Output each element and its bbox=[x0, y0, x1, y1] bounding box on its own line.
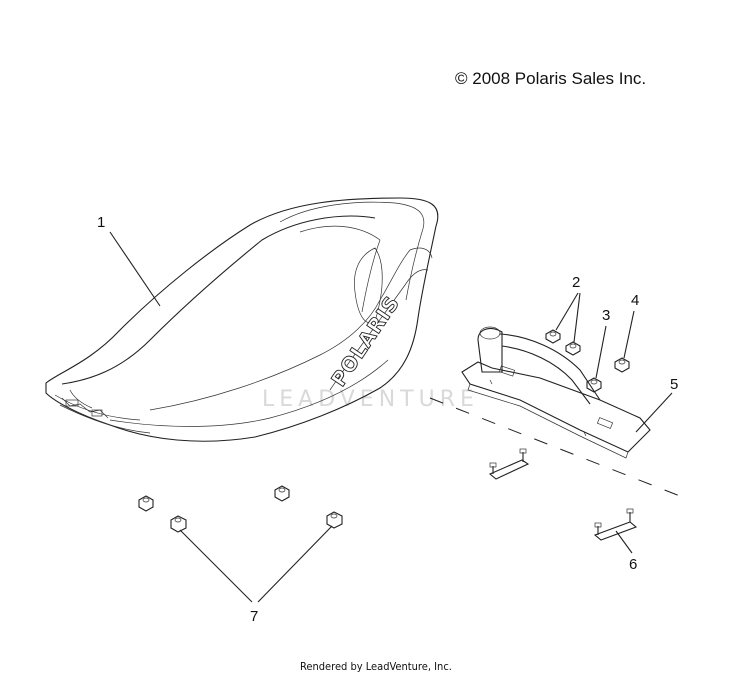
callout-7-leader-b bbox=[257, 525, 333, 603]
callout-2-label: 2 bbox=[572, 274, 580, 291]
seat-logo: POLARIS bbox=[326, 291, 405, 392]
grommet-part-7c bbox=[170, 515, 187, 533]
callout-6-label: 6 bbox=[629, 556, 637, 573]
footer-text: Rendered by LeadVenture, Inc. bbox=[300, 660, 452, 673]
callout-1-label: 1 bbox=[97, 214, 105, 231]
callout-5-label: 5 bbox=[670, 376, 678, 393]
watermark-text: LEADVENTURE bbox=[262, 387, 479, 412]
nut-part-4 bbox=[614, 357, 630, 373]
callout-4-leader bbox=[623, 310, 635, 359]
clip-part-6a bbox=[488, 448, 530, 480]
seat-bracket bbox=[461, 326, 651, 459]
callout-2-leader-a bbox=[555, 292, 579, 331]
grommet-part-7d bbox=[326, 511, 343, 529]
callout-5-leader bbox=[635, 392, 673, 433]
seat-brand-text: POLARIS bbox=[326, 291, 404, 391]
callout-3-leader bbox=[595, 325, 607, 379]
nut-part-3 bbox=[586, 377, 602, 393]
callout-6-leader bbox=[615, 530, 633, 554]
callout-7-leader-a bbox=[179, 529, 253, 603]
callout-4-label: 4 bbox=[631, 292, 639, 309]
nut-part-2a bbox=[545, 329, 561, 344]
callout-2-leader-b bbox=[573, 292, 581, 343]
copyright-text: © 2008 Polaris Sales Inc. bbox=[455, 69, 646, 88]
centerline-dashed bbox=[429, 397, 686, 499]
clip-part-6b bbox=[593, 508, 638, 541]
grommet-part-7a bbox=[138, 495, 154, 512]
callout-1-leader bbox=[109, 231, 161, 307]
callout-7-label: 7 bbox=[250, 608, 258, 625]
grommet-part-7b bbox=[274, 485, 290, 502]
nut-part-2b bbox=[565, 341, 581, 356]
callout-3-label: 3 bbox=[602, 307, 610, 324]
